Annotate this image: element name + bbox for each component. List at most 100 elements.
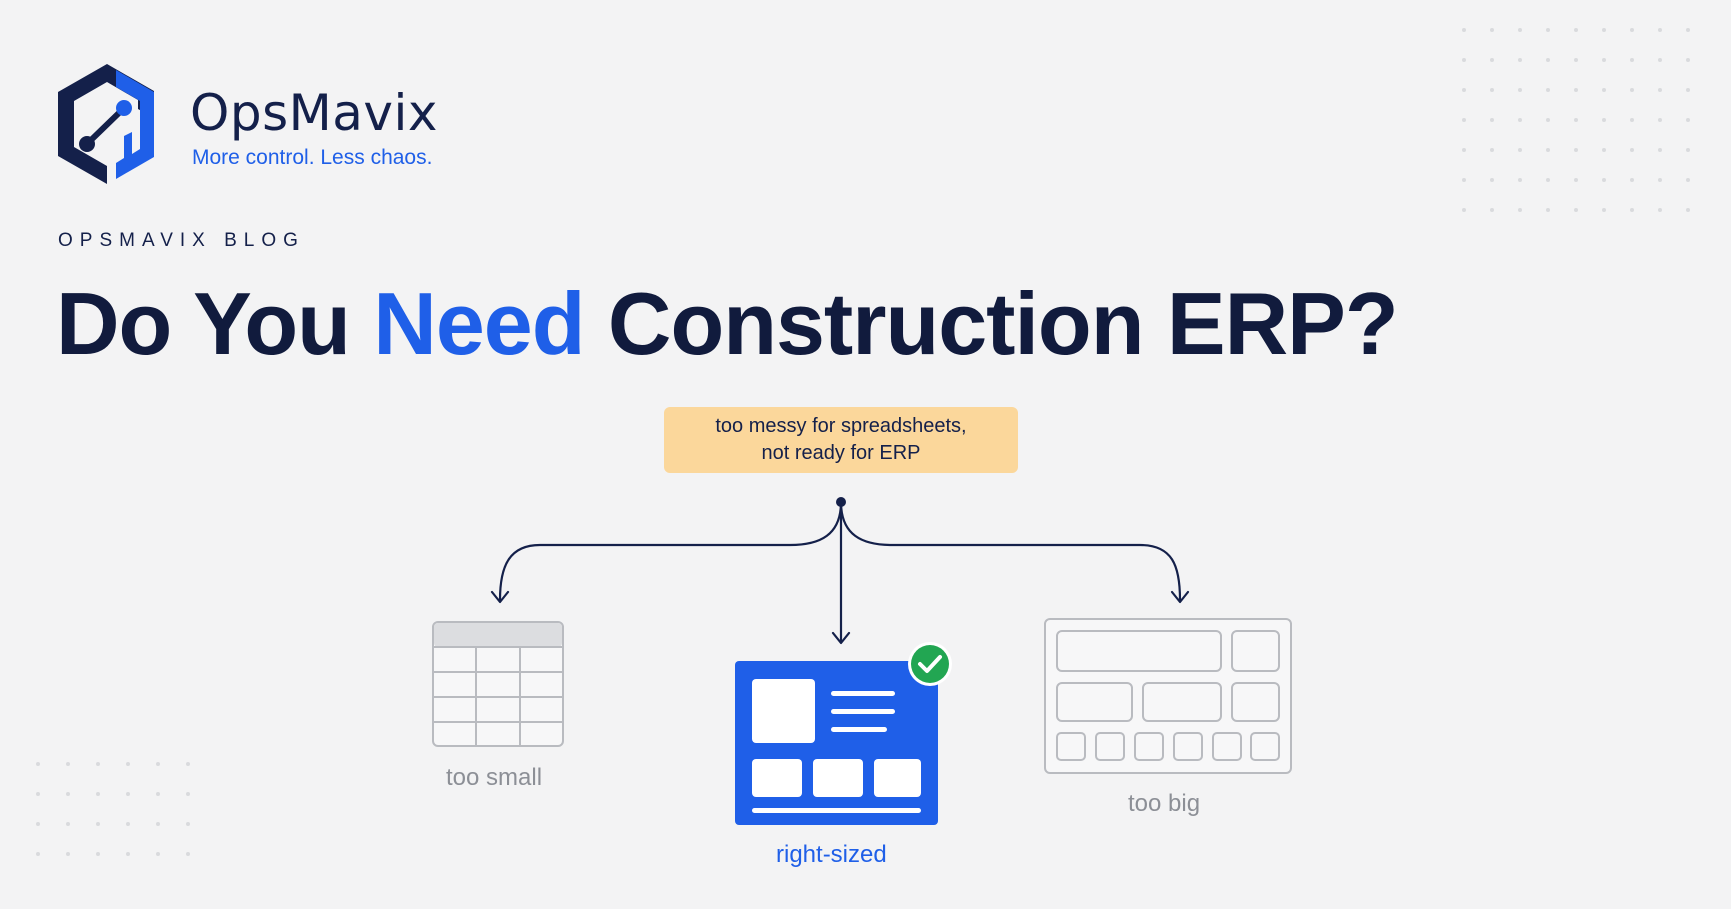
decor-dot — [1546, 208, 1550, 212]
decor-dot — [1686, 28, 1690, 32]
decor-dot — [1546, 148, 1550, 152]
decor-dot — [1462, 208, 1466, 212]
callout-box: too messy for spreadsheets, not ready fo… — [664, 407, 1018, 473]
decor-dot — [1518, 178, 1522, 182]
decor-dot — [1658, 88, 1662, 92]
hexagon-node-logo-icon — [58, 64, 154, 184]
decor-dot — [1574, 118, 1578, 122]
decor-dot — [1462, 28, 1466, 32]
option-label-right-sized: right-sized — [776, 841, 887, 868]
decor-dot — [1546, 88, 1550, 92]
decor-dot — [126, 852, 130, 856]
decor-dot — [1490, 208, 1494, 212]
decor-dot — [66, 852, 70, 856]
decor-dot — [1630, 148, 1634, 152]
decor-dot — [36, 792, 40, 796]
decor-dot — [1518, 118, 1522, 122]
decor-dot — [156, 822, 160, 826]
decor-dot — [1602, 208, 1606, 212]
decor-dot — [1546, 58, 1550, 62]
decor-dot — [1490, 178, 1494, 182]
decor-dot — [1658, 118, 1662, 122]
decor-dot — [1658, 28, 1662, 32]
decor-dot — [96, 822, 100, 826]
decor-dot — [1462, 58, 1466, 62]
headline-accent: Need — [373, 274, 585, 373]
decor-dot — [1462, 178, 1466, 182]
decor-dot — [1630, 88, 1634, 92]
dot-grid-bottom-left — [36, 762, 190, 856]
decor-dot — [1686, 178, 1690, 182]
decor-dot — [1686, 148, 1690, 152]
decor-dot — [66, 762, 70, 766]
decor-dot — [1686, 88, 1690, 92]
decor-dot — [156, 792, 160, 796]
decor-dot — [1686, 208, 1690, 212]
decor-dot — [1658, 208, 1662, 212]
decor-dot — [36, 822, 40, 826]
decor-dot — [66, 792, 70, 796]
decor-dot — [1602, 88, 1606, 92]
dashboard-layout-icon — [735, 642, 952, 825]
decor-dot — [1574, 58, 1578, 62]
dot-grid-top-right — [1462, 28, 1690, 212]
decor-dot — [66, 822, 70, 826]
decor-dot — [1518, 148, 1522, 152]
decor-dot — [126, 822, 130, 826]
decor-dot — [1546, 28, 1550, 32]
decor-dot — [1658, 148, 1662, 152]
headline-part-1: Do You — [56, 274, 374, 373]
arrow-to-too-big — [839, 500, 1182, 602]
decor-dot — [1602, 58, 1606, 62]
arrow-to-too-small — [498, 500, 843, 602]
decor-dot — [186, 852, 190, 856]
decor-dot — [126, 762, 130, 766]
decor-dot — [1630, 58, 1634, 62]
decor-dot — [1658, 178, 1662, 182]
decor-dot — [1574, 178, 1578, 182]
decor-dot — [1462, 118, 1466, 122]
decor-dot — [1518, 208, 1522, 212]
decor-dot — [186, 822, 190, 826]
decor-dot — [1462, 88, 1466, 92]
decor-dot — [1462, 148, 1466, 152]
decor-dot — [1630, 208, 1634, 212]
decor-dot — [1518, 88, 1522, 92]
callout-line-1: too messy for spreadsheets, — [715, 415, 967, 437]
decor-dot — [36, 852, 40, 856]
decor-dot — [156, 852, 160, 856]
decor-dot — [36, 762, 40, 766]
decor-dot — [186, 792, 190, 796]
decor-dot — [1490, 118, 1494, 122]
brand-name: OpsMavix — [190, 84, 438, 142]
decor-dot — [1574, 28, 1578, 32]
decor-dot — [126, 792, 130, 796]
decor-dot — [96, 852, 100, 856]
decor-dot — [1602, 178, 1606, 182]
decor-dot — [1518, 28, 1522, 32]
decor-dot — [1574, 148, 1578, 152]
option-label-too-small: too small — [446, 764, 543, 791]
decor-dot — [1630, 178, 1634, 182]
decor-dot — [1490, 58, 1494, 62]
headline-part-2: Construction ERP? — [584, 274, 1399, 373]
decor-dot — [1602, 148, 1606, 152]
decor-dot — [1574, 208, 1578, 212]
decor-dot — [1630, 118, 1634, 122]
option-label-too-big: too big — [1128, 790, 1201, 817]
decor-dot — [1546, 118, 1550, 122]
decor-dot — [1490, 28, 1494, 32]
complex-erp-layout-icon — [1044, 618, 1292, 774]
spreadsheet-grid-icon — [432, 621, 564, 747]
check-circle-icon — [908, 642, 952, 686]
callout-line-2: not ready for ERP — [761, 442, 921, 464]
decor-dot — [96, 762, 100, 766]
decor-dot — [1574, 88, 1578, 92]
page-title: Do You Need Construction ERP? — [56, 274, 1399, 373]
decor-dot — [1518, 58, 1522, 62]
decor-dot — [1686, 118, 1690, 122]
blog-label: OPSMAVIX BLOG — [58, 230, 305, 251]
decor-dot — [1630, 28, 1634, 32]
brand-tagline: More control. Less chaos. — [192, 146, 433, 169]
